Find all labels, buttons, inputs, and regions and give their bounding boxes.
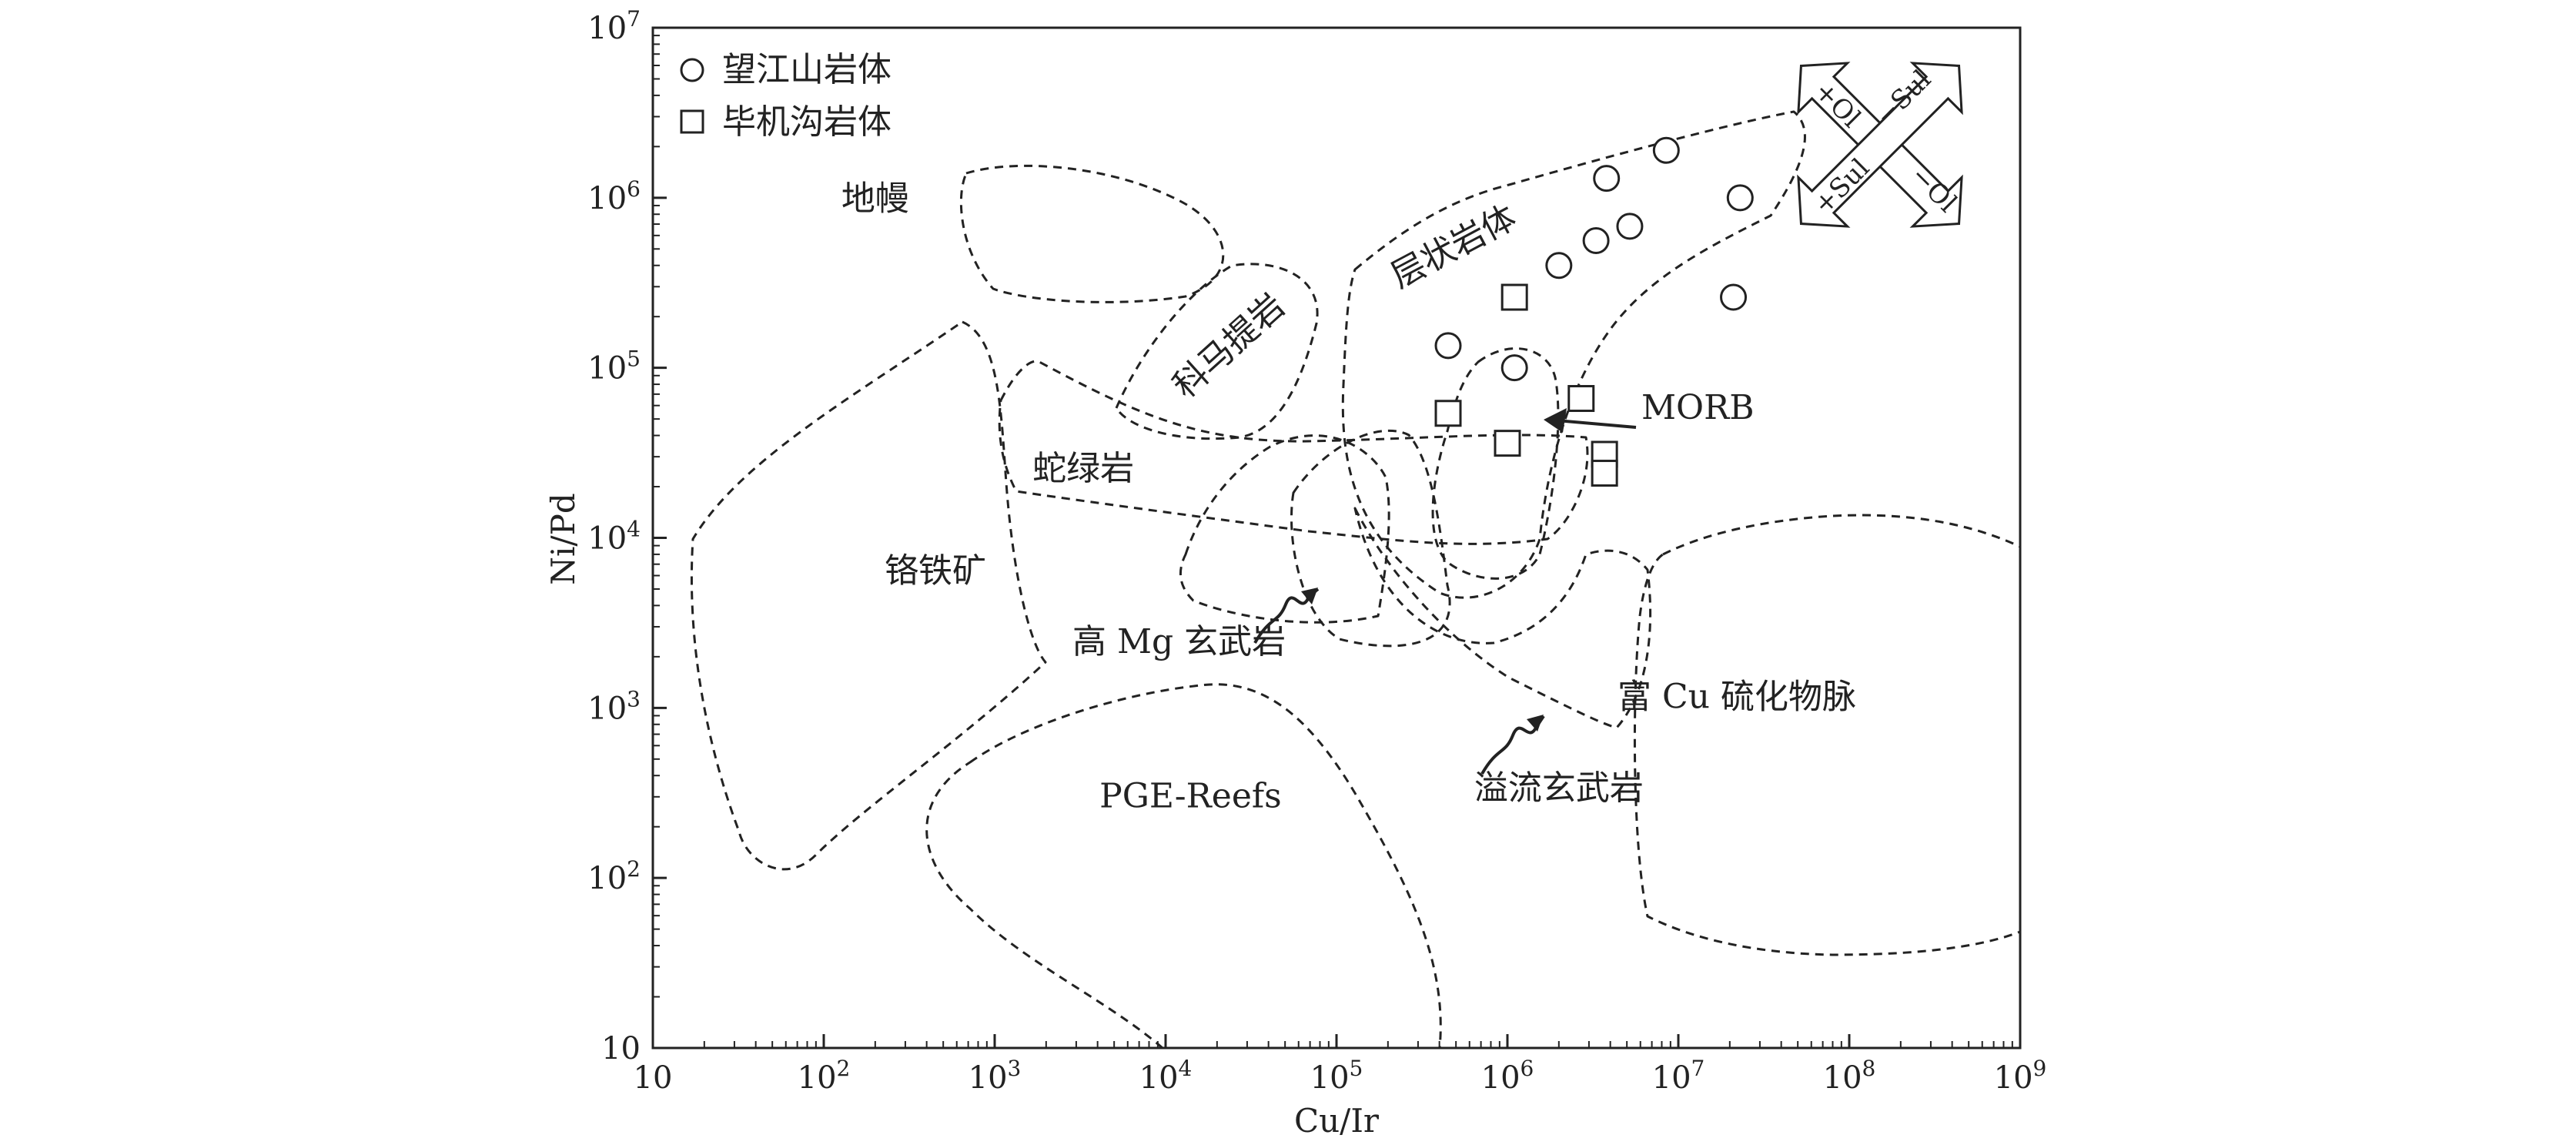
y-tick-label: 102 bbox=[587, 856, 641, 896]
point-wangjiangshan bbox=[1582, 226, 1610, 254]
boundary-layered-intrusion bbox=[1341, 110, 1806, 599]
field-label: 溢流玄武岩 bbox=[1474, 768, 1644, 808]
legend-marker-circle bbox=[680, 58, 704, 82]
sul-arrow bbox=[1797, 62, 1963, 228]
y-tick-label: 105 bbox=[587, 347, 641, 387]
boundary-ophiolite bbox=[998, 360, 1589, 545]
field-label: MORB bbox=[1641, 388, 1755, 427]
legend-marker-square bbox=[680, 109, 704, 134]
point-bijigou bbox=[1434, 400, 1462, 427]
x-tick-label: 106 bbox=[1481, 1056, 1534, 1096]
morb-arrow-head bbox=[1544, 408, 1567, 433]
x-tick-label: 102 bbox=[798, 1056, 851, 1096]
boundary-flood-basalt-tail bbox=[1353, 507, 1652, 729]
boundary-high-mg-basalt bbox=[1179, 434, 1390, 624]
point-wangjiangshan bbox=[1720, 283, 1748, 311]
high-mg-basalt-arrow bbox=[1253, 588, 1320, 644]
field-label: PGE-Reefs bbox=[1099, 777, 1282, 816]
y-tick-label: 104 bbox=[587, 517, 641, 557]
field-label: 高 Mg 玄武岩 bbox=[1072, 622, 1286, 661]
field-label: 层状岩体 bbox=[1384, 198, 1522, 296]
x-tick-label: 103 bbox=[969, 1056, 1022, 1096]
x-axis-ticks: 10 102 103 104 105 106 107 108 109 bbox=[634, 1034, 2047, 1096]
point-wangjiangshan bbox=[1593, 165, 1621, 193]
legend-label-2: 毕机沟岩体 bbox=[722, 102, 892, 142]
point-wangjiangshan bbox=[1545, 252, 1573, 280]
point-wangjiangshan bbox=[1500, 354, 1528, 382]
point-wangjiangshan bbox=[1434, 332, 1462, 360]
x-tick-label: 108 bbox=[1823, 1056, 1876, 1096]
y-tick-label: 107 bbox=[587, 6, 641, 46]
x-tick-label: 104 bbox=[1139, 1056, 1193, 1096]
boundary-pge-reefs bbox=[925, 683, 1442, 1050]
boundary-chromitite bbox=[690, 320, 1047, 871]
flood-basalt-arrow-head bbox=[1527, 715, 1544, 732]
point-bijigou bbox=[1500, 283, 1528, 311]
field-label: 铬铁矿 bbox=[885, 551, 986, 591]
point-wangjiangshan bbox=[1726, 184, 1754, 212]
x-tick-label: 109 bbox=[1994, 1056, 2047, 1096]
x-tick-label: 105 bbox=[1310, 1056, 1363, 1096]
trend-cross-arrows bbox=[1797, 62, 1963, 228]
field-label: 富 Cu 硫化物脉 bbox=[1618, 677, 1856, 716]
flood-basalt-arrow bbox=[1480, 715, 1545, 775]
legend: 望江山岩体 毕机沟岩体 bbox=[680, 50, 892, 142]
field-label: 地幔 bbox=[841, 179, 909, 218]
point-wangjiangshan bbox=[1616, 213, 1644, 240]
x-tick-label: 10 bbox=[634, 1060, 673, 1096]
boundary-komatiite bbox=[1115, 263, 1319, 440]
point-wangjiangshan bbox=[1652, 136, 1680, 164]
boundary-morb bbox=[1431, 347, 1560, 580]
y-tick-label: 106 bbox=[587, 176, 641, 216]
point-bijigou bbox=[1591, 460, 1618, 487]
x-axis-label: Cu/Ir bbox=[1294, 1102, 1380, 1140]
boundary-mantle bbox=[959, 164, 1225, 303]
x-tick-label: 107 bbox=[1652, 1056, 1705, 1096]
y-axis-ticks: 10 102 103 104 105 106 107 bbox=[587, 6, 667, 1066]
y-tick-label: 10 bbox=[601, 1031, 641, 1066]
point-bijigou bbox=[1567, 385, 1595, 413]
boundary-cu-rich-vein bbox=[1633, 514, 2022, 956]
y-axis-label: Ni/Pd bbox=[544, 493, 582, 584]
y-tick-label: 103 bbox=[587, 686, 641, 726]
legend-label-1: 望江山岩体 bbox=[722, 50, 892, 89]
field-label: 蛇绿岩 bbox=[1032, 449, 1134, 488]
point-bijigou bbox=[1494, 430, 1521, 457]
high-mg-arrow-head bbox=[1301, 588, 1318, 604]
field-boundaries bbox=[690, 110, 2022, 1050]
boundary-flood-basalt bbox=[1290, 429, 1451, 648]
data-markers bbox=[1434, 136, 1754, 487]
